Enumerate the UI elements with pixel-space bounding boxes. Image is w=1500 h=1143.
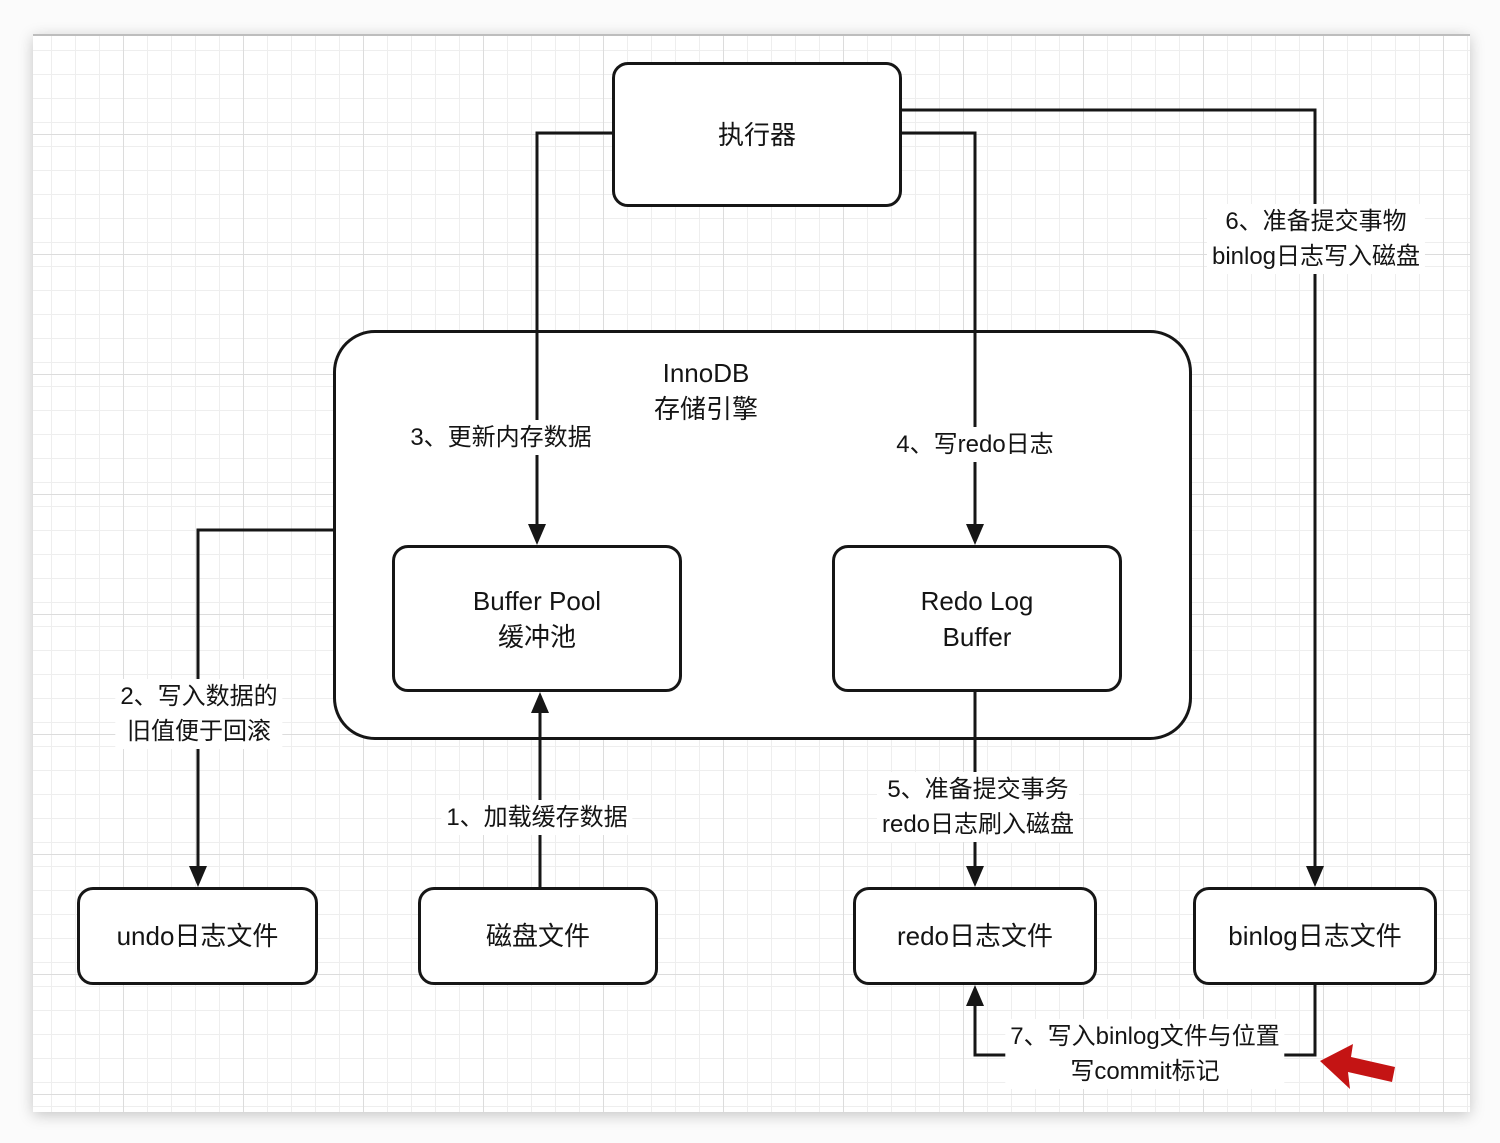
edge-label-step6: 6、准备提交事物 binlog日志写入磁盘: [1206, 204, 1426, 274]
node-buffer-pool-label-en: Buffer Pool: [472, 585, 602, 616]
node-executor[interactable]: 执行器: [612, 62, 902, 207]
innodb-engine-title: InnoDB 存储引擎: [653, 358, 758, 424]
edge-label-step2: 2、写入数据的 旧值便于回滚: [115, 679, 283, 749]
node-redo-log-file-label: redo日志文件: [896, 921, 1054, 951]
edge-label-step7: 7、写入binlog文件与位置 写commit标记: [1005, 1019, 1285, 1089]
node-buffer-pool[interactable]: Buffer Pool 缓冲池: [392, 545, 682, 692]
edge-label-step5: 5、准备提交事务 redo日志刷入磁盘: [876, 772, 1080, 842]
node-redo-log-file[interactable]: redo日志文件: [853, 887, 1097, 985]
edge-label-step3: 3、更新内存数据: [405, 420, 597, 455]
node-executor-label: 执行器: [717, 119, 796, 150]
node-undo-log-file[interactable]: undo日志文件: [77, 887, 318, 985]
node-disk-file[interactable]: 磁盘文件: [418, 887, 658, 985]
node-buffer-pool-label-cn: 缓冲池: [497, 621, 576, 652]
node-binlog-log-file[interactable]: binlog日志文件: [1193, 887, 1437, 985]
node-redo-log-buffer[interactable]: Redo Log Buffer: [832, 545, 1122, 692]
edge-label-step1: 1、加载缓存数据: [441, 800, 633, 835]
node-redo-log-buffer-label2: Buffer: [942, 621, 1012, 652]
node-binlog-log-file-label: binlog日志文件: [1228, 921, 1402, 951]
node-redo-log-buffer-label1: Redo Log: [920, 585, 1034, 616]
node-disk-file-label: 磁盘文件: [485, 921, 590, 951]
node-undo-log-file-label: undo日志文件: [116, 921, 279, 951]
edge-label-step4: 4、写redo日志: [891, 427, 1059, 462]
